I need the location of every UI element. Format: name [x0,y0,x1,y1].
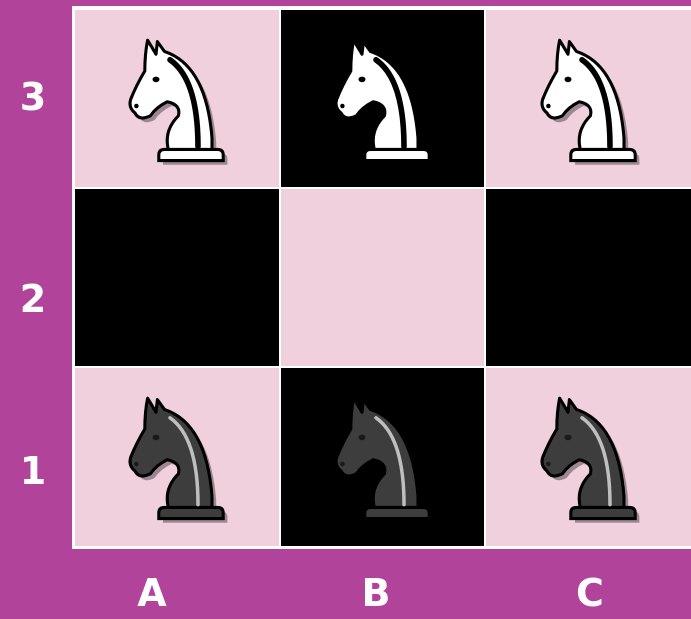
square-c3[interactable] [486,10,691,187]
black-knight-icon[interactable] [313,387,453,527]
file-label-b: B [346,574,406,612]
white-knight-icon[interactable] [313,29,453,169]
square-a2[interactable] [75,189,279,366]
square-c2[interactable] [486,189,691,366]
square-a1[interactable] [75,368,279,546]
white-knight-icon[interactable] [107,29,247,169]
square-a3[interactable] [75,10,279,187]
rank-label-1: 1 [10,452,56,490]
rank-label-2: 2 [10,280,56,318]
square-c1[interactable] [486,368,691,546]
black-knight-icon[interactable] [107,387,247,527]
white-knight-icon[interactable] [519,29,659,169]
square-b2[interactable] [281,189,484,366]
chess-board [72,6,691,549]
square-b3[interactable] [281,10,484,187]
file-label-c: C [560,574,620,612]
file-label-a: A [122,574,182,612]
rank-label-3: 3 [10,78,56,116]
square-b1[interactable] [281,368,484,546]
black-knight-icon[interactable] [519,387,659,527]
